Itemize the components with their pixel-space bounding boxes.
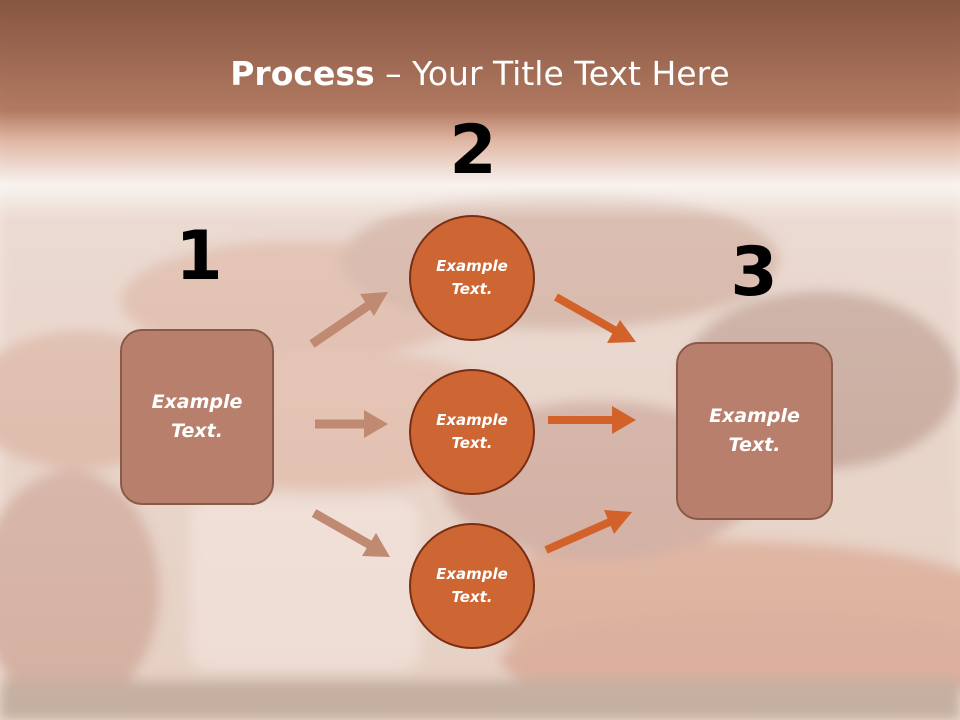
title-rest: – Your Title Text Here <box>374 54 730 93</box>
arrow-middle-to-3 <box>548 406 636 434</box>
arrow-top-to-3 <box>554 293 636 343</box>
circle-1: Example Text. <box>409 215 535 341</box>
circle-3: Example Text. <box>409 523 535 649</box>
step-3-box: Example Text. <box>676 342 833 520</box>
arrow-bottom-to-3 <box>544 510 632 554</box>
step-number-2: 2 <box>449 111 497 190</box>
arrow-1-to-bottom <box>311 509 390 557</box>
step-1-box: Example Text. <box>120 329 274 505</box>
circle-2: Example Text. <box>409 369 535 495</box>
arrow-1-to-top <box>309 292 388 348</box>
step-number-1: 1 <box>175 217 223 296</box>
title-bold: Process <box>230 54 375 93</box>
step-number-3: 3 <box>730 233 778 312</box>
slide-title: Process – Your Title Text Here <box>0 52 960 96</box>
arrow-1-to-middle <box>315 410 388 438</box>
